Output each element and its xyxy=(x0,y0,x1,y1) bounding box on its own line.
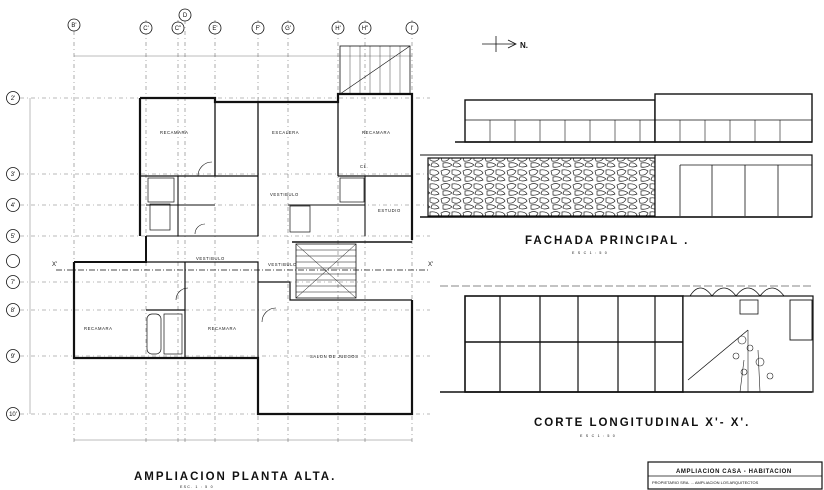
axis-label-left: 9' xyxy=(11,354,15,360)
axis-label-left: 7' xyxy=(11,280,15,286)
axis-label-left: 2' xyxy=(11,96,15,102)
room-label: VESTIBULO xyxy=(270,192,299,197)
section-scale: E S C 1 : 5 0 xyxy=(580,434,616,438)
axis-label-top: C' xyxy=(143,26,148,32)
axis-label-top: B' xyxy=(71,23,76,29)
section-title: CORTE LONGITUDINAL X'- X'. xyxy=(534,417,750,429)
axis-label-top: F' xyxy=(256,26,261,32)
axis-label-left: 10' xyxy=(9,412,17,418)
room-label: CL. xyxy=(360,164,368,169)
axis-label-top: H' xyxy=(335,26,340,32)
section-mark-left: X' xyxy=(52,262,57,268)
room-label: ESTUDIO xyxy=(378,208,401,213)
facade-title: FACHADA PRINCIPAL . xyxy=(525,235,689,247)
plan-scale: ESC. 1 : 5 0 xyxy=(180,485,214,489)
axis-label-left: 3' xyxy=(11,172,15,178)
axis-label-left: 4' xyxy=(11,203,15,209)
north-arrow-icon xyxy=(482,36,517,52)
room-label: RECAMARA xyxy=(208,326,237,331)
plan-title: AMPLIACION PLANTA ALTA. xyxy=(134,471,336,483)
axis-label-top: H'' xyxy=(362,26,369,32)
room-label: ESCALERA xyxy=(272,130,299,135)
room-label: RECAMARA xyxy=(160,130,189,135)
title-block-project: AMPLIACION CASA - HABITACION xyxy=(676,469,792,475)
room-label: RECAMARA xyxy=(362,130,391,135)
title-block-row: PROPIETARIO SRA. ... AMPLIACION LOS ARQU… xyxy=(652,480,759,485)
floor-plan: X' X' B' C' C'' D E' F' G' H' H'' I' xyxy=(6,8,528,489)
axis-label-top: I' xyxy=(411,26,414,32)
axis-bubbles-left xyxy=(6,91,20,421)
section-mark-right: X' xyxy=(428,262,433,268)
axis-label-left: 5' xyxy=(11,234,15,240)
longitudinal-section: CORTE LONGITUDINAL X'- X'. E S C 1 : 5 0 xyxy=(440,285,814,438)
room-label: VESTIBULO xyxy=(268,262,297,267)
north-label: N. xyxy=(520,41,528,50)
axis-label-left: 8' xyxy=(11,308,15,314)
room-label: RECAMARA xyxy=(84,326,113,331)
facade-elevation: FACHADA PRINCIPAL . E S C 1 : 5 0 xyxy=(420,93,813,255)
axis-label-top: G' xyxy=(285,26,291,32)
axis-bubbles-top xyxy=(67,8,419,35)
title-block: AMPLIACION CASA - HABITACION PROPIETARIO… xyxy=(647,461,823,490)
axis-label-top: C'' xyxy=(175,26,182,32)
plan-walls xyxy=(72,45,414,416)
plant-icon xyxy=(732,330,774,393)
room-label: SALON DE JUEGOS xyxy=(310,354,359,359)
facade-scale: E S C 1 : 5 0 xyxy=(572,251,608,255)
axis-label-top: D xyxy=(183,13,188,19)
axis-bubble-7 xyxy=(6,254,20,268)
room-label: VESTIBULO xyxy=(196,256,225,261)
axis-label-top: E' xyxy=(212,26,217,32)
dimension-lines xyxy=(29,55,412,441)
